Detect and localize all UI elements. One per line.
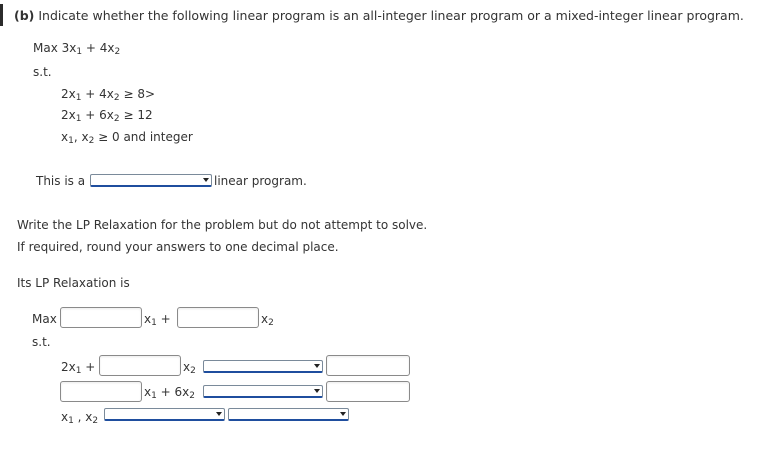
objective-x2-label: x2: [261, 312, 274, 328]
relax-c1-x1-label: 2x1 +: [61, 360, 96, 376]
subject-to-label: s.t.: [33, 65, 52, 79]
objective-x1-coef-input[interactable]: [60, 307, 142, 328]
classification-suffix: linear program.: [214, 174, 307, 188]
relax-c1-rhs-input[interactable]: [326, 355, 410, 376]
part-label: (b): [14, 8, 35, 23]
instruction-line-2: If required, round your answers to one d…: [17, 240, 339, 254]
relax-c2-rhs-input[interactable]: [326, 381, 410, 402]
relax-c3-relation-select[interactable]: [104, 408, 225, 421]
relax-c1-x2-coef-input[interactable]: [99, 355, 181, 376]
program-type-select[interactable]: [90, 174, 212, 187]
constraint-1: 2x1 + 4x2 ≥ 8>: [61, 87, 156, 103]
relax-c2-x1-coef-input[interactable]: [60, 381, 142, 402]
relax-c3-value-select[interactable]: [228, 408, 349, 421]
chevron-down-icon: [340, 412, 346, 416]
objective-x2-coef-input[interactable]: [177, 307, 259, 328]
relaxation-heading: Its LP Relaxation is: [17, 276, 130, 290]
chevron-down-icon: [216, 412, 222, 416]
classification-prefix: This is a: [36, 174, 86, 188]
relax-c3-vars-label: x1 , x2: [61, 410, 99, 426]
relax-c1-x2-label: x2: [183, 360, 196, 376]
relaxation-st-label: s.t.: [32, 335, 51, 349]
chevron-down-icon: [314, 389, 320, 393]
relaxation-max-label: Max: [32, 312, 57, 326]
chevron-down-icon: [203, 178, 209, 182]
chevron-down-icon: [314, 364, 320, 368]
question-marker-bar: [0, 4, 3, 26]
relax-c1-relation-select[interactable]: [203, 360, 323, 373]
constraint-3: x1, x2 ≥ 0 and integer: [61, 130, 193, 146]
question-prompt: Indicate whether the following linear pr…: [38, 8, 744, 23]
objective-function: Max 3x1 + 4x2: [33, 41, 121, 57]
objective-x1-label: x1 +: [144, 312, 171, 328]
constraint-2: 2x1 + 6x2 ≥ 12: [61, 108, 153, 124]
instruction-line-1: Write the LP Relaxation for the problem …: [17, 218, 428, 232]
relax-c2-relation-select[interactable]: [203, 385, 323, 398]
question-header: (b) Indicate whether the following linea…: [14, 8, 744, 23]
relax-c2-vars-label: x1 + 6x2: [144, 385, 195, 401]
